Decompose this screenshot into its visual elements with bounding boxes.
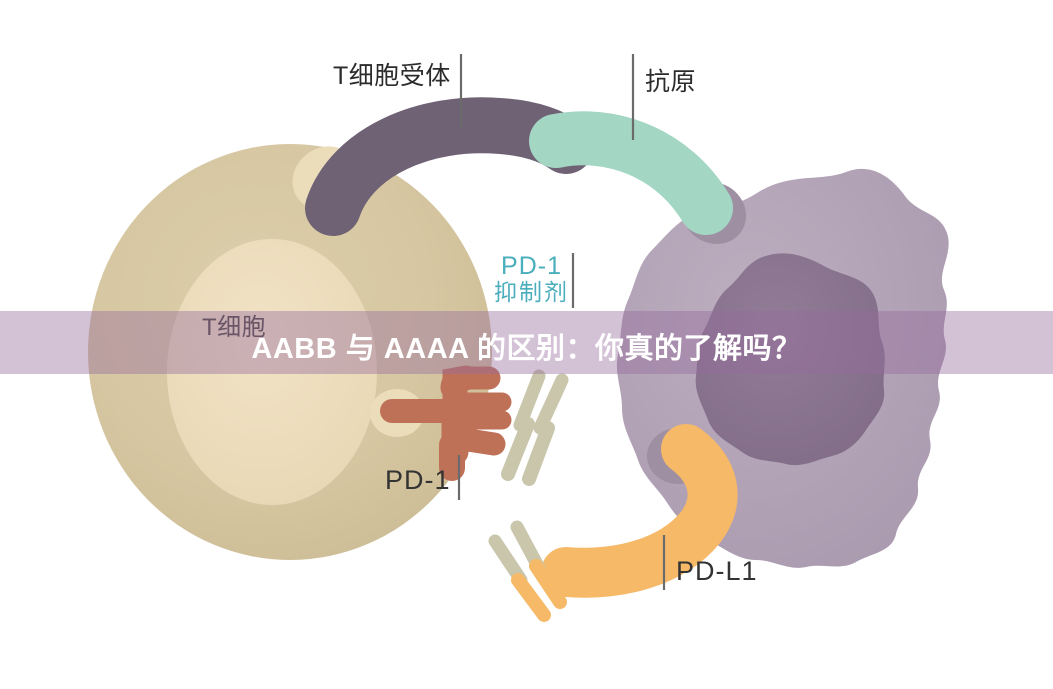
tumor-cell-nucleus [695,253,885,466]
label-pdl1: PD-L1 [676,556,758,586]
antibody-lower-shape [488,520,567,622]
pd1-receptor-shape [380,365,512,481]
label-t-cell-receptor: T细胞受体 [333,62,451,90]
label-pd1: PD-1 [385,465,451,495]
t-cell-group [88,144,492,560]
label-pd1-inhibitor-line1: PD-1 [501,252,562,280]
label-t-cell: T细胞 [202,314,267,341]
label-pd1-inhibitor-line2: 抑制剂 [494,279,569,305]
leader-lines [457,54,666,590]
overlay-title-text: AABB 与 AAAA 的区别：你真的了解吗？ [251,332,802,365]
antibody-upper-shape [501,369,569,486]
antigen-shape [529,111,733,235]
label-pd1-inhibitor: PD-1 抑制剂 [494,252,569,306]
label-antigen: 抗原 [645,68,697,96]
title-overlay-band: AABB 与 AAAA 的区别：你真的了解吗？ [0,311,1053,374]
t-cell-nucleus [167,239,377,505]
pdl1-receptor-shape [541,424,738,598]
